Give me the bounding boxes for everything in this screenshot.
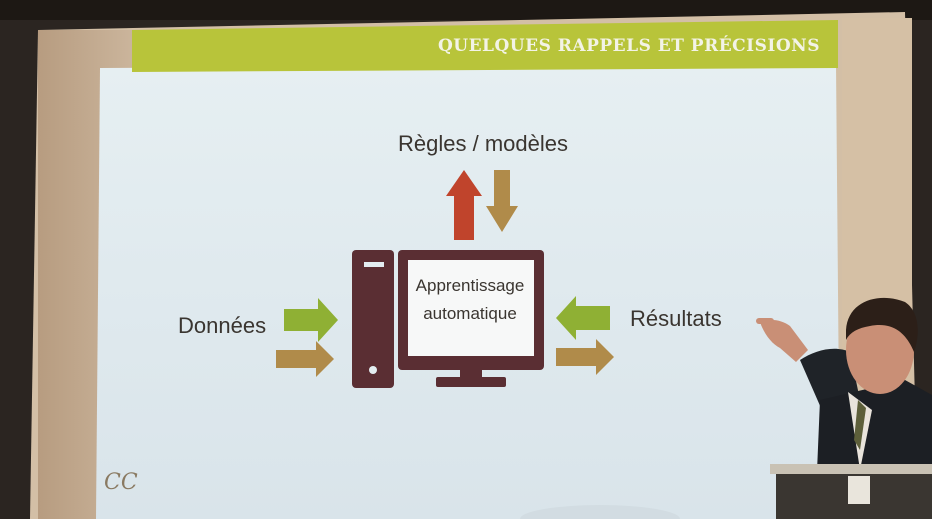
audience-shadow bbox=[520, 505, 680, 519]
down-arrow-icon bbox=[486, 170, 518, 232]
right-arrow-icon bbox=[284, 298, 338, 342]
results-label: Résultats bbox=[630, 306, 722, 331]
slide-logo: CC bbox=[104, 470, 138, 495]
monitor-text-line1: Apprentissage bbox=[415, 276, 525, 295]
rules-models-label: Règles / modèles bbox=[398, 131, 568, 156]
lectern bbox=[770, 464, 932, 519]
tower-power-button bbox=[369, 366, 377, 374]
right-arrow-icon bbox=[556, 339, 614, 375]
monitor-text: Apprentissage automatique bbox=[405, 272, 535, 328]
slide-title: QUELQUES RAPPELS ET PRÉCISIONS bbox=[437, 36, 820, 56]
ceiling bbox=[0, 0, 932, 20]
tower-drive-slot bbox=[364, 262, 384, 267]
slide-header-bar bbox=[132, 20, 838, 72]
monitor-text-line2: automatique bbox=[423, 304, 517, 323]
data-label: Données bbox=[178, 313, 267, 338]
monitor-base bbox=[436, 377, 506, 387]
right-arrow-icon bbox=[276, 341, 334, 377]
monitor-screen bbox=[408, 260, 534, 356]
left-arrow-icon bbox=[556, 296, 610, 340]
computer-tower-icon bbox=[352, 250, 394, 388]
monitor-neck bbox=[460, 370, 482, 378]
up-arrow-icon bbox=[446, 170, 482, 240]
